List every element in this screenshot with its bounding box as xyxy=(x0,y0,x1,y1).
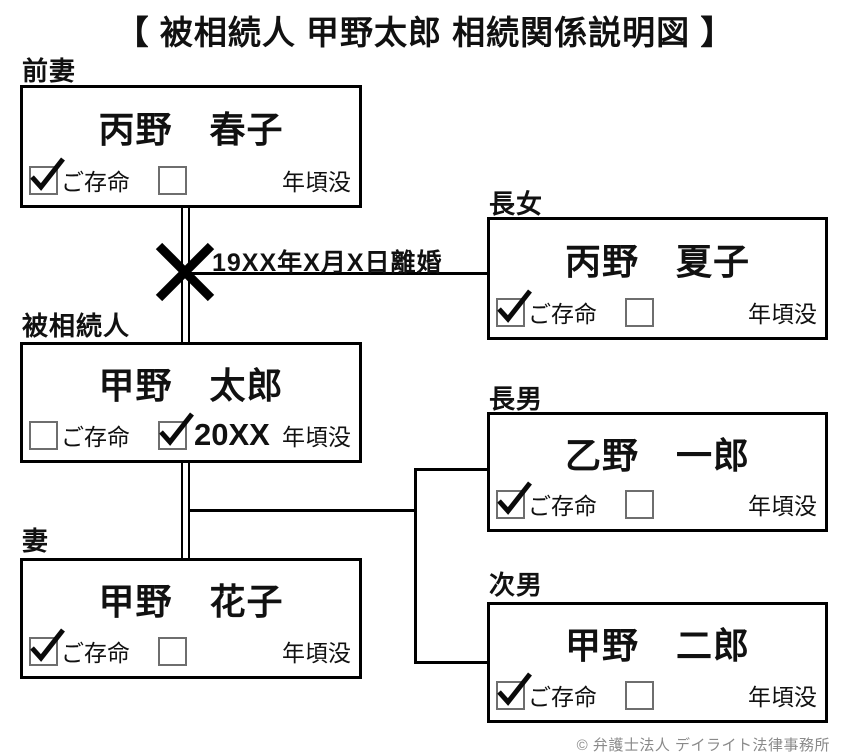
person-box-decedent: 甲野 太郎 ご存命 20XX 年頃没 xyxy=(20,342,362,463)
alive-label: ご存命 xyxy=(528,684,597,710)
role-label-decedent: 被相続人 xyxy=(22,311,131,341)
second-son-connector-line xyxy=(414,661,490,664)
status-row: ご存命 年頃没 xyxy=(496,288,817,328)
status-row: ご存命 年頃没 xyxy=(496,671,817,711)
role-label-eldest-daughter: 長女 xyxy=(489,189,544,219)
alive-checkbox xyxy=(29,420,58,450)
alive-label: ご存命 xyxy=(528,301,597,327)
person-box-former-wife: 丙野 春子 ご存命 年頃没 xyxy=(20,85,362,208)
deceased-year: 20XX xyxy=(194,417,270,452)
status-row: ご存命 20XX 年頃没 xyxy=(29,411,351,452)
alive-checkbox xyxy=(496,480,532,519)
person-name: 乙野 一郎 xyxy=(564,434,750,476)
deceased-label: 年頃没 xyxy=(748,301,817,327)
deceased-checkbox xyxy=(158,165,187,195)
alive-label: ご存命 xyxy=(61,424,130,450)
copyright-notice: © 弁護士法人 デイライト法律事務所 xyxy=(576,737,830,754)
deceased-checkbox xyxy=(158,411,194,450)
role-label-eldest-son: 長男 xyxy=(489,384,544,414)
divorce-connector-line xyxy=(186,272,487,275)
check-icon xyxy=(497,480,532,515)
deceased-label: 年頃没 xyxy=(282,424,351,450)
check-icon xyxy=(497,671,532,706)
alive-label: ご存命 xyxy=(528,493,597,519)
deceased-checkbox xyxy=(158,636,187,666)
deceased-checkbox xyxy=(625,297,654,327)
deceased-checkbox xyxy=(625,489,654,519)
deceased-label: 年頃没 xyxy=(748,493,817,519)
alive-label: ご存命 xyxy=(61,169,130,195)
deceased-label: 年頃没 xyxy=(282,169,351,195)
person-box-eldest-son: 乙野 一郎 ご存命 年頃没 xyxy=(487,412,828,532)
alive-checkbox xyxy=(496,671,532,710)
person-name: 甲野 太郎 xyxy=(98,365,284,406)
status-row: ご存命 年頃没 xyxy=(29,627,351,667)
role-label-second-son: 次男 xyxy=(489,570,544,600)
divorce-x-icon xyxy=(155,242,215,302)
deceased-checkbox xyxy=(625,680,654,710)
person-box-second-son: 甲野 二郎 ご存命 年頃没 xyxy=(487,602,828,723)
deceased-label: 年頃没 xyxy=(748,684,817,710)
check-icon xyxy=(497,288,532,323)
deceased-label: 年頃没 xyxy=(282,640,351,666)
role-label-wife: 妻 xyxy=(22,526,50,556)
person-box-wife: 甲野 花子 ご存命 年頃没 xyxy=(20,558,362,679)
check-icon xyxy=(159,411,194,446)
person-box-eldest-daughter: 丙野 夏子 ご存命 年頃没 xyxy=(487,217,828,340)
alive-checkbox xyxy=(29,627,65,666)
diagram-title: 【 被相続人 甲野太郎 相続関係説明図 】 xyxy=(115,14,735,51)
alive-checkbox xyxy=(29,156,65,195)
status-row: ご存命 年頃没 xyxy=(496,480,817,520)
status-row: ご存命 年頃没 xyxy=(29,156,351,196)
person-name: 丙野 春子 xyxy=(98,109,284,150)
role-label-former-wife: 前妻 xyxy=(22,56,77,86)
person-name: 甲野 花子 xyxy=(98,581,284,622)
eldest-son-connector-line xyxy=(414,468,490,471)
marriage-to-children-line xyxy=(189,509,417,512)
check-icon xyxy=(30,156,65,191)
alive-checkbox xyxy=(496,288,532,327)
children-trunk-line xyxy=(414,468,417,664)
person-name: 甲野 二郎 xyxy=(564,625,750,666)
person-name: 丙野 夏子 xyxy=(564,241,750,282)
check-icon xyxy=(30,627,65,662)
divorce-date-note: 19XX年X月X日離婚 xyxy=(212,249,443,277)
alive-label: ご存命 xyxy=(61,640,130,666)
